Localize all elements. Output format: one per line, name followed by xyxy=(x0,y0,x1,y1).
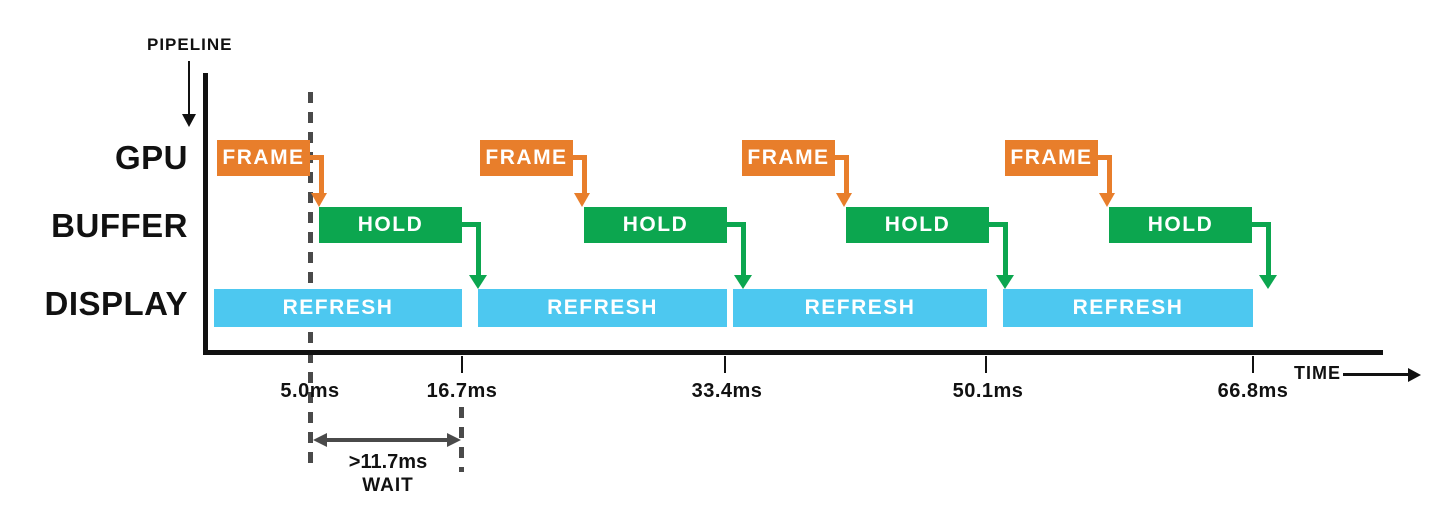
arrow-line xyxy=(582,155,587,194)
arrow-stub xyxy=(1250,222,1271,227)
axis-tick-16-7ms xyxy=(461,356,463,373)
arrow-stub xyxy=(460,222,481,227)
axis-tick-33-4ms xyxy=(724,356,726,373)
frame-to-buffer-arrow-4 xyxy=(1096,155,1122,207)
tick-label-16-7ms: 16.7ms xyxy=(426,380,498,402)
tick-label-5-0ms: 5.0ms xyxy=(280,380,340,402)
arrow-head-icon xyxy=(311,193,327,207)
wait-span-right-head-icon xyxy=(447,433,461,447)
arrow-stub xyxy=(725,222,746,227)
hold-box-3: HOLD xyxy=(846,207,989,243)
arrow-head-icon xyxy=(996,275,1014,289)
pipeline-label: PIPELINE xyxy=(147,35,233,54)
wait-span-left-head-icon xyxy=(313,433,327,447)
wait-span-arrow-line xyxy=(325,438,447,442)
arrow-line xyxy=(1266,222,1271,276)
frame-to-buffer-arrow-2 xyxy=(571,155,597,207)
wait-duration-value: >11.7ms xyxy=(348,451,428,473)
arrow-head-icon xyxy=(574,193,590,207)
refresh-box-1: REFRESH xyxy=(214,289,462,327)
dashed-marker-5ms xyxy=(308,92,313,472)
tick-label-33-4ms: 33.4ms xyxy=(691,380,763,402)
arrow-head-icon xyxy=(1099,193,1115,207)
arrow-line xyxy=(476,222,481,276)
arrow-line xyxy=(741,222,746,276)
pipeline-arrow-head-icon xyxy=(182,114,196,127)
refresh-box-2: REFRESH xyxy=(478,289,727,327)
refresh-box-3: REFRESH xyxy=(733,289,987,327)
hold-box-4: HOLD xyxy=(1109,207,1252,243)
arrow-stub xyxy=(308,155,324,160)
frame-to-buffer-arrow-1 xyxy=(308,155,334,207)
arrow-head-icon xyxy=(734,275,752,289)
arrow-stub xyxy=(987,222,1008,227)
refresh-box-4: REFRESH xyxy=(1003,289,1253,327)
row-label-display: DISPLAY xyxy=(44,285,188,322)
arrow-head-icon xyxy=(836,193,852,207)
arrow-stub xyxy=(833,155,849,160)
row-label-gpu: GPU xyxy=(114,139,188,176)
axis-horizontal-line xyxy=(203,350,1383,355)
time-label: TIME xyxy=(1294,363,1341,383)
hold-box-1: HOLD xyxy=(319,207,462,243)
wait-label: WAIT xyxy=(362,475,414,496)
axis-vertical-line xyxy=(203,73,208,354)
frame-box-3: FRAME xyxy=(742,140,835,176)
axis-tick-50-1ms xyxy=(985,356,987,373)
axis-tick-66-8ms xyxy=(1252,356,1254,373)
time-arrow-head-icon xyxy=(1408,368,1421,382)
arrow-head-icon xyxy=(469,275,487,289)
arrow-stub xyxy=(1096,155,1112,160)
frame-box-1: FRAME xyxy=(217,140,310,176)
dashed-marker-16-7ms xyxy=(459,407,464,472)
tick-label-50-1ms: 50.1ms xyxy=(952,380,1024,402)
arrow-line xyxy=(1003,222,1008,276)
pipeline-arrow-line xyxy=(188,61,190,115)
buffer-to-display-arrow-3 xyxy=(987,222,1019,289)
frame-box-2: FRAME xyxy=(480,140,573,176)
arrow-head-icon xyxy=(1259,275,1277,289)
frame-box-4: FRAME xyxy=(1005,140,1098,176)
time-arrow-line xyxy=(1343,373,1409,376)
arrow-line xyxy=(1107,155,1112,194)
tick-label-66-8ms: 66.8ms xyxy=(1217,380,1289,402)
buffer-to-display-arrow-4 xyxy=(1250,222,1282,289)
hold-box-2: HOLD xyxy=(584,207,727,243)
arrow-line xyxy=(319,155,324,194)
buffer-to-display-arrow-2 xyxy=(725,222,757,289)
arrow-stub xyxy=(571,155,587,160)
row-label-buffer: BUFFER xyxy=(51,207,188,244)
arrow-line xyxy=(844,155,849,194)
buffer-to-display-arrow-1 xyxy=(460,222,492,289)
frame-to-buffer-arrow-3 xyxy=(833,155,859,207)
